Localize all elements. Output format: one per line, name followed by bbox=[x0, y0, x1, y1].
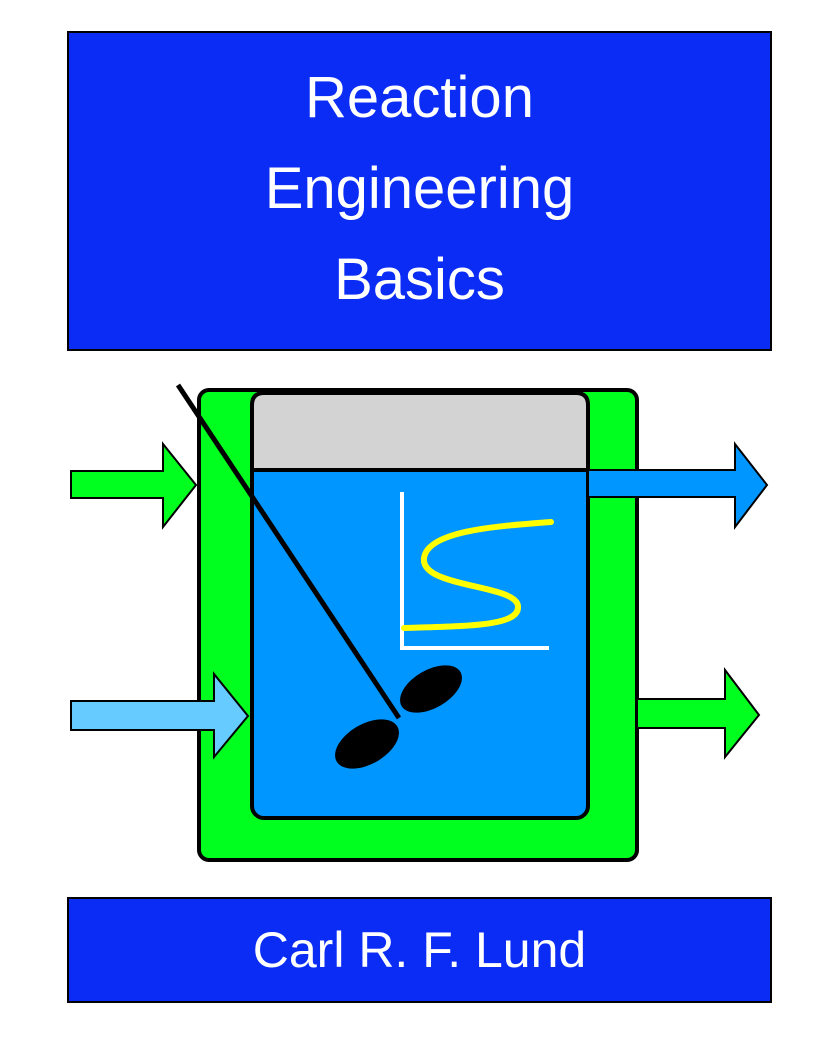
reactor-headspace bbox=[250, 391, 590, 472]
outlet-arrow-top bbox=[587, 441, 769, 530]
s-curve-graph-icon bbox=[400, 492, 554, 650]
title-box: Reaction Engineering Basics bbox=[67, 31, 772, 351]
impeller-icon bbox=[335, 665, 462, 769]
author-name: Carl R. F. Lund bbox=[252, 922, 587, 978]
title-line-1: Reaction bbox=[305, 64, 534, 130]
title-line-3: Basics bbox=[334, 246, 505, 312]
author-box: Carl R. F. Lund bbox=[67, 897, 772, 1003]
s-curve bbox=[401, 519, 554, 631]
inlet-arrow-bottom bbox=[70, 671, 250, 760]
impeller-shaft bbox=[175, 383, 402, 720]
graph-axes bbox=[400, 492, 549, 650]
inlet-arrow-top bbox=[70, 441, 198, 530]
title-line-2: Engineering bbox=[264, 155, 575, 221]
outlet-arrow-bottom bbox=[636, 667, 761, 760]
